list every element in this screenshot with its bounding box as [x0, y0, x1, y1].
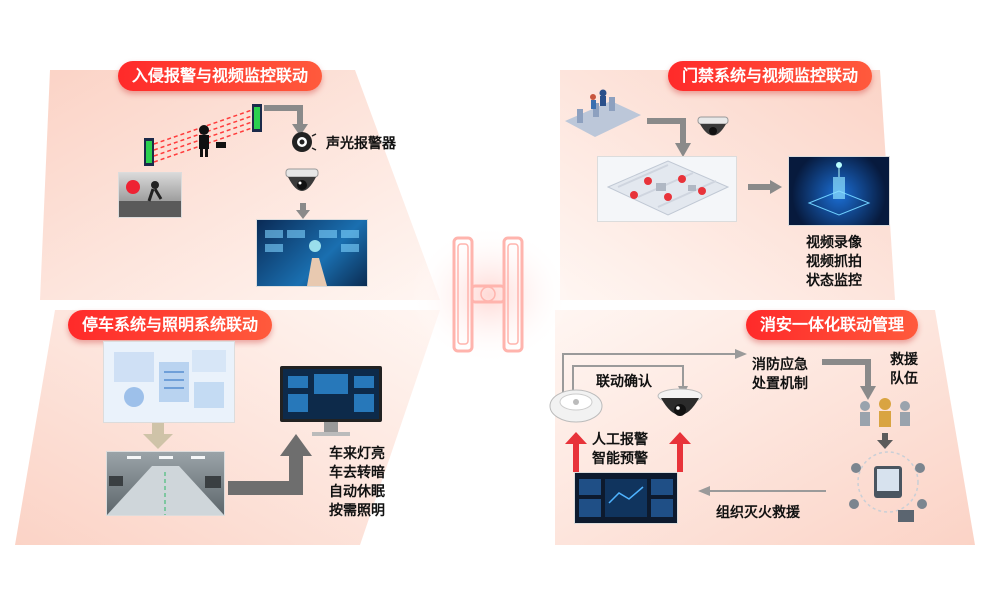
command-hub-icon	[849, 451, 927, 522]
monitoring-screen-photo	[256, 219, 368, 287]
parking-title: 停车系统与照明系统联动	[68, 310, 273, 340]
arrow-right-icon	[748, 180, 782, 194]
smoke-detector-icon	[549, 389, 603, 423]
access-function-item: 视频录像	[806, 235, 862, 251]
alarm-label: 声光报警器	[326, 136, 396, 152]
organize-label: 组织灭火救援	[716, 505, 800, 521]
parking-function-item: 自动休眠	[329, 484, 385, 500]
link-confirm-label: 联动确认	[596, 374, 652, 390]
parking-function-list: 车来灯亮 车去转暗 自动休眠 按需照明	[329, 445, 385, 521]
rescue-team-label: 救援 队伍	[890, 351, 918, 389]
fire-title: 消安一体化联动管理	[746, 310, 919, 340]
infrared-beam-icon	[144, 104, 262, 166]
access-function-item: 状态监控	[806, 273, 862, 289]
access-function-item: 视频抓拍	[806, 254, 862, 270]
arrow-left-icon	[698, 486, 826, 496]
alarm-source-item: 智能预警	[592, 451, 648, 467]
emergency-line: 消防应急	[752, 357, 808, 373]
intrusion-title: 入侵报警与视频监控联动	[118, 61, 323, 91]
speaker-alarm-icon	[292, 132, 317, 152]
parking-system-image	[103, 341, 235, 423]
emergency-label: 消防应急 处置机制	[752, 356, 808, 394]
center-logo-icon	[452, 236, 524, 353]
parking-function-item: 车来灯亮	[329, 446, 385, 462]
alarm-sources-label: 人工报警 智能预警	[592, 431, 648, 469]
access-title: 门禁系统与视频监控联动	[668, 61, 873, 91]
red-up-arrow-icon	[565, 432, 587, 472]
arrow-to-alarm	[264, 105, 308, 136]
arrow-down-tan-icon	[143, 423, 173, 449]
parking-function-item: 按需照明	[329, 503, 385, 519]
turnstile-gate-icon	[565, 89, 641, 137]
alarm-source-item: 人工报警	[592, 432, 648, 448]
red-up-arrow-icon-2	[669, 432, 691, 472]
intrusion-photo	[118, 172, 182, 218]
access-function-list: 视频录像 视频抓拍 状态监控	[806, 234, 862, 291]
arrow-to-map	[647, 118, 691, 157]
rescue-team-line: 救援	[890, 352, 918, 368]
dome-camera-icon-2	[697, 116, 729, 136]
arrow-down-icon-2	[877, 433, 893, 449]
arrow-down-icon	[296, 203, 310, 219]
rescue-people-icon	[860, 398, 910, 427]
dome-camera-icon	[285, 168, 319, 191]
arrow-to-monitor	[228, 434, 312, 495]
ptz-camera-icon	[657, 388, 703, 416]
monitor-icon	[280, 366, 382, 436]
arrow-to-rescue	[822, 359, 876, 400]
isometric-map-image	[597, 156, 737, 222]
fire-dashboard-image	[574, 472, 678, 524]
emergency-line: 处置机制	[752, 376, 808, 392]
parking-function-item: 车去转暗	[329, 465, 385, 481]
parking-garage-photo	[106, 451, 225, 516]
rescue-team-line: 队伍	[890, 371, 918, 387]
tech-visual-image	[788, 156, 890, 226]
